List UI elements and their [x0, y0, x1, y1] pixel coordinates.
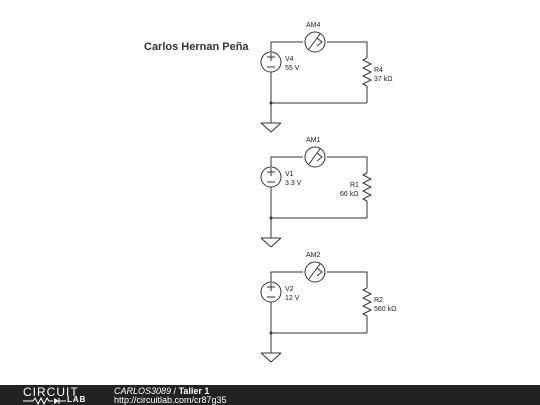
junction-dot [269, 331, 273, 335]
wire [327, 41, 368, 58]
source-name-label: V2 [285, 286, 294, 293]
ground-icon [270, 237, 282, 248]
ground-icon [260, 122, 272, 133]
resistor-icon [361, 57, 373, 87]
ammeter-arrow [316, 267, 323, 277]
ammeter-needle [308, 148, 321, 165]
wire [327, 156, 368, 173]
ammeter-label: AM4 [306, 22, 321, 29]
logo-text-circuit: CIRCUIT [23, 385, 79, 399]
ammeter-arrow [316, 152, 323, 162]
source-value-label: 12 V [285, 295, 300, 302]
footer-url[interactable]: http://circuitlab.com/cr87g35 [114, 395, 227, 405]
ground-icon [260, 237, 272, 248]
ammeter-needle [308, 33, 321, 50]
ammeter-arrow [316, 37, 323, 47]
footer-title-line: CARLOS3089 / Taller 1 [114, 386, 209, 396]
logo-text-lab: LAB [67, 395, 87, 404]
resistor-value-label: 66 kΩ [340, 191, 358, 198]
junction-dot [269, 101, 273, 105]
resistor-name-label: R2 [374, 297, 383, 304]
wire [270, 271, 303, 282]
footer-separator: / [171, 386, 179, 396]
ammeter-needle [308, 263, 321, 280]
resistor-name-label: R1 [350, 182, 359, 189]
junction-dot [269, 216, 273, 220]
resistor-icon [361, 287, 373, 317]
voltage-source-icon [260, 51, 282, 73]
wire [270, 156, 303, 167]
source-name-label: V4 [285, 56, 294, 63]
voltage-source-icon [260, 166, 282, 188]
footer-bar: CIRCUIT LAB CARLOS3089 / Taller 1 http:/… [0, 385, 540, 405]
wire [270, 41, 303, 52]
ground-icon [270, 122, 282, 133]
wire [327, 271, 368, 288]
resistor-icon [361, 172, 373, 202]
source-value-label: 3.3 V [285, 180, 302, 187]
resistor-value-label: 37 kΩ [374, 76, 392, 83]
ground-icon [270, 352, 282, 363]
ammeter-label: AM1 [306, 137, 321, 144]
source-value-label: 55 V [285, 65, 300, 72]
source-name-label: V1 [285, 171, 294, 178]
footer-username[interactable]: CARLOS3089 [114, 386, 172, 396]
circuitlab-logo: CIRCUIT LAB [23, 385, 95, 405]
logo-resistor-icon [23, 397, 66, 405]
author-name: Carlos Hernan Peña [144, 41, 249, 53]
ammeter-label: AM2 [306, 252, 321, 259]
resistor-value-label: 560 kΩ [374, 306, 396, 313]
resistor-name-label: R4 [374, 67, 383, 74]
footer-circuit-title: Taller 1 [178, 386, 210, 396]
voltage-source-icon [260, 281, 282, 303]
ground-icon [260, 352, 272, 363]
